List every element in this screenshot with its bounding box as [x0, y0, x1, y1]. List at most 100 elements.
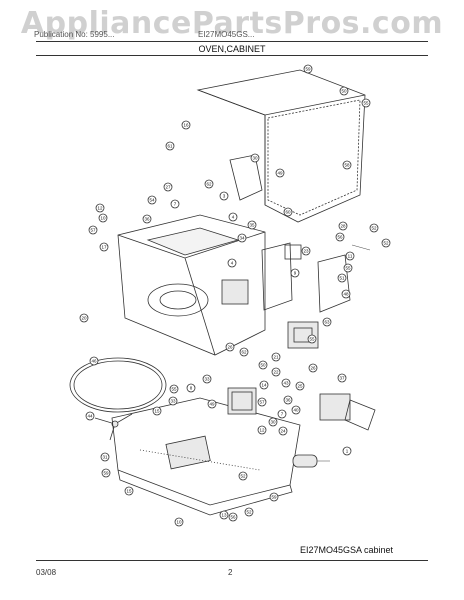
svg-text:56: 56: [337, 235, 343, 240]
svg-text:12: 12: [259, 428, 265, 433]
svg-text:4: 4: [231, 261, 234, 266]
outer-cabinet-part: [196, 69, 366, 223]
svg-text:3: 3: [223, 194, 226, 199]
turntable-part: [69, 357, 167, 413]
callout: 16: [181, 120, 191, 130]
callout: 62: [204, 179, 214, 189]
callout: 25: [295, 381, 305, 391]
svg-text:52: 52: [371, 226, 377, 231]
callout: 27: [163, 182, 173, 192]
callout: 59: [101, 468, 111, 478]
publication-header: Publication No: 5995...: [34, 30, 115, 39]
svg-text:22: 22: [273, 370, 279, 375]
svg-text:30: 30: [252, 156, 258, 161]
svg-text:59: 59: [271, 495, 277, 500]
callout: 31: [100, 452, 110, 462]
svg-text:16: 16: [183, 123, 189, 128]
callout: 56: [335, 232, 345, 242]
svg-text:17: 17: [101, 245, 107, 250]
callout: 51: [337, 273, 347, 283]
model-header: EI27MO45GS...: [198, 30, 255, 39]
callout: 50: [258, 360, 268, 370]
callout: 1: [342, 446, 352, 456]
callout: 4: [228, 212, 238, 222]
callout: 44: [85, 411, 95, 421]
svg-text:49: 49: [209, 402, 215, 407]
svg-text:55: 55: [171, 387, 177, 392]
callout: 10: [174, 517, 184, 527]
svg-text:27: 27: [165, 185, 171, 190]
callout: 24: [278, 426, 288, 436]
site-watermark: AppliancePartsPros.com: [20, 6, 444, 41]
callout: 15: [124, 486, 134, 496]
callout: 11: [345, 251, 355, 261]
callout: 55: [169, 384, 179, 394]
svg-text:54: 54: [149, 198, 155, 203]
callout: 14: [259, 380, 269, 390]
roller-support-part: [94, 413, 133, 441]
svg-text:10: 10: [100, 216, 106, 221]
callout: 40: [291, 405, 301, 415]
svg-text:11: 11: [348, 254, 353, 259]
callout: 49: [275, 168, 285, 178]
callout: 12: [257, 425, 267, 435]
svg-text:34: 34: [239, 236, 245, 241]
footer-date: 03/08: [36, 568, 57, 577]
side-component-part: [221, 154, 293, 311]
svg-text:59: 59: [305, 67, 311, 72]
callout: 7: [170, 199, 180, 209]
oven-cavity-part: [117, 214, 266, 356]
svg-text:25: 25: [297, 384, 303, 389]
svg-text:58: 58: [344, 163, 350, 168]
callout: 36: [283, 395, 293, 405]
svg-text:52: 52: [240, 474, 246, 479]
callout: 30: [268, 417, 278, 427]
svg-text:4: 4: [232, 215, 235, 220]
callout: 54: [147, 195, 157, 205]
callout: 4: [227, 258, 237, 268]
svg-text:61: 61: [167, 144, 173, 149]
svg-text:51: 51: [339, 276, 345, 281]
section-title: OVEN,CABINET: [198, 44, 266, 54]
svg-text:63: 63: [324, 320, 330, 325]
svg-text:15: 15: [154, 409, 160, 414]
svg-text:55: 55: [309, 337, 315, 342]
callout: 28: [338, 221, 348, 231]
svg-text:57: 57: [259, 400, 265, 405]
callout: 37: [337, 373, 347, 383]
callout: 52: [369, 223, 379, 233]
svg-text:60: 60: [285, 210, 291, 215]
callout: 61: [165, 141, 175, 151]
svg-text:62: 62: [206, 182, 212, 187]
svg-text:33: 33: [170, 399, 176, 404]
svg-text:24: 24: [280, 429, 286, 434]
callout: 48: [341, 289, 351, 299]
callout: 33: [202, 374, 212, 384]
callout: 23: [301, 246, 311, 256]
svg-text:15: 15: [126, 489, 132, 494]
svg-text:23: 23: [303, 249, 309, 254]
callout: 59: [303, 64, 313, 74]
callout: 57: [88, 225, 98, 235]
callout: 59: [269, 492, 279, 502]
callout: 26: [308, 363, 318, 373]
transformer-part: [227, 387, 257, 415]
callout: 46: [89, 356, 99, 366]
callout: 49: [207, 399, 217, 409]
svg-text:35: 35: [249, 223, 255, 228]
svg-text:7: 7: [174, 202, 177, 207]
svg-text:7: 7: [281, 412, 284, 417]
callout: 62: [239, 347, 249, 357]
callout: 35: [247, 220, 257, 230]
svg-text:40: 40: [293, 408, 299, 413]
callout: 26: [225, 342, 235, 352]
callout: 17: [99, 242, 109, 252]
svg-text:62: 62: [241, 350, 247, 355]
callout: 56: [228, 512, 238, 522]
svg-text:57: 57: [90, 228, 96, 233]
svg-text:26: 26: [227, 345, 233, 350]
svg-text:55: 55: [363, 101, 369, 106]
callout: 12: [95, 203, 105, 213]
svg-text:26: 26: [310, 366, 316, 371]
